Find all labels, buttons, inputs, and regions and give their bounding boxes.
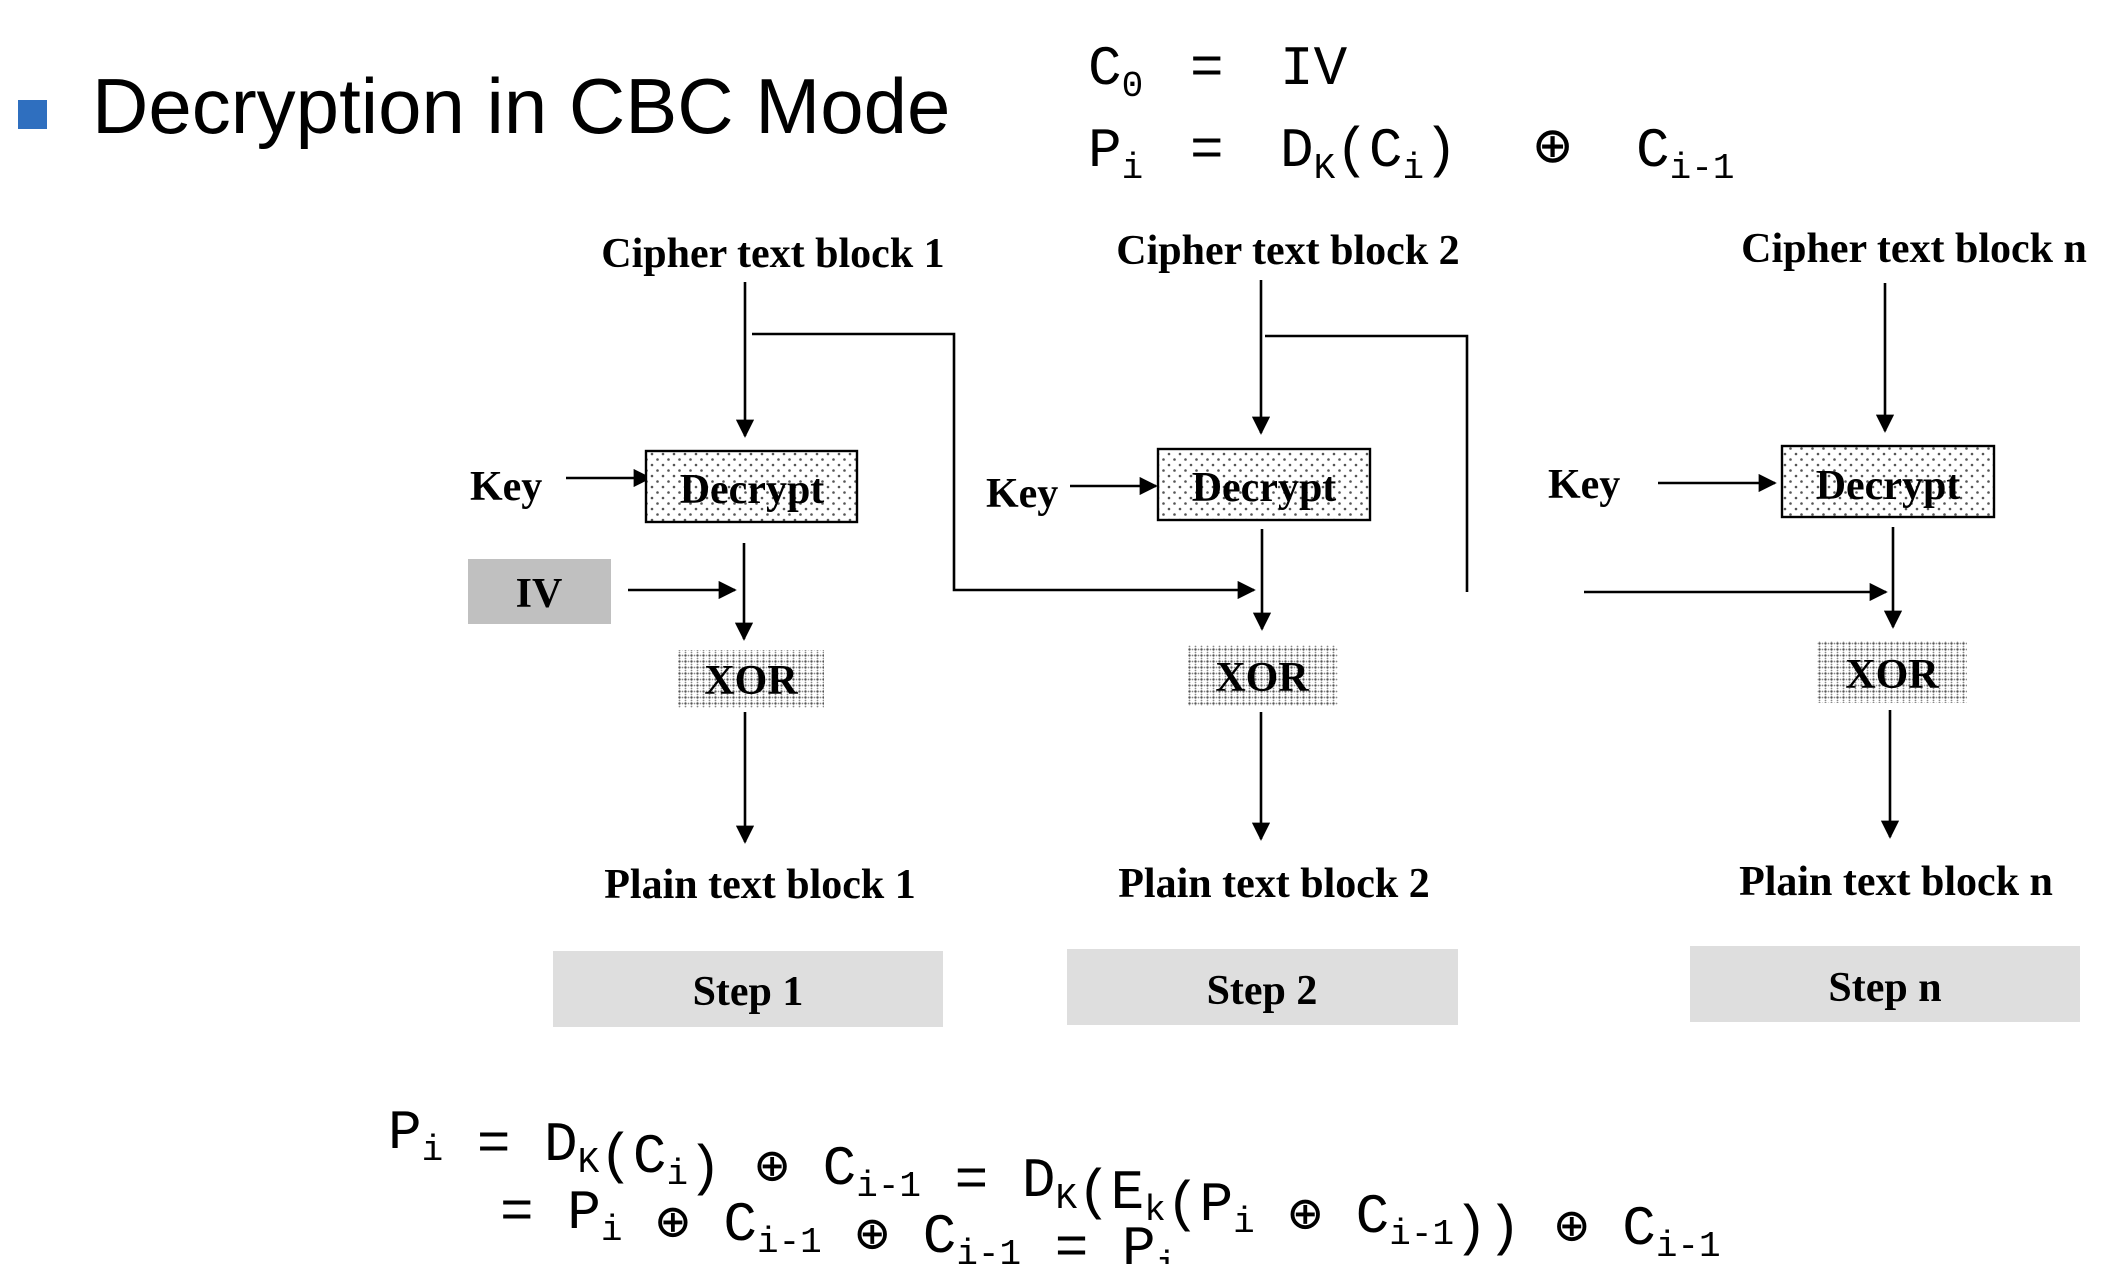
xor-label-2: XOR (1215, 655, 1309, 701)
formula-bottom-line2: = Pi ⊕ Ci-1 ⊕ Ci-1 = Pi (500, 1181, 1177, 1264)
iv-box (468, 559, 611, 624)
xor-box-1 (678, 650, 824, 708)
decrypt-label-n: Decrypt (1816, 463, 1961, 509)
formula-top-line2: Pi=DK(Ci)⊕Ci-1 (1088, 114, 1734, 189)
decrypt-box-2 (1156, 447, 1372, 522)
key-label-1: Key (470, 464, 542, 510)
cipher-text-block-n-label: Cipher text block n (1741, 226, 2087, 272)
step-2-box (1067, 949, 1458, 1025)
xor-box-2 (1188, 645, 1338, 706)
formula-top: C0=IV Pi=DK(Ci)⊕Ci-1 (1088, 37, 1734, 189)
xor-label-1: XOR (704, 658, 798, 704)
decrypt-label-1: Decrypt (680, 467, 825, 513)
column-step-2: Cipher text block 2 Key Decrypt XOR Plai… (986, 228, 1469, 1025)
plain-text-block-2-label: Plain text block 2 (1118, 861, 1430, 907)
step-n-label: Step n (1828, 965, 1941, 1011)
cipher-text-block-1-label: Cipher text block 1 (601, 231, 944, 277)
decrypt-label-2: Decrypt (1192, 465, 1337, 511)
iv-label: IV (516, 571, 563, 617)
decrypt-box-1 (644, 449, 859, 524)
key-label-n: Key (1548, 462, 1620, 508)
column-step-1: Cipher text block 1 Key Decrypt IV XOR P… (468, 231, 1256, 1027)
step-1-box (553, 951, 943, 1027)
decrypt-box-n (1780, 444, 1996, 519)
plain-text-block-1-label: Plain text block 1 (604, 862, 916, 908)
formula-bottom: Pi = DK(Ci) ⊕ Ci-1 = DK(Ek(Pi ⊕ Ci-1)) ⊕… (388, 1101, 1721, 1264)
step-1-label: Step 1 (693, 969, 804, 1015)
cipher1-chain-line (752, 332, 1256, 600)
key-label-2: Key (986, 471, 1058, 517)
slide-title: Decryption in CBC Mode (92, 62, 950, 150)
xor-label-n: XOR (1845, 652, 1939, 698)
column-step-n: Cipher text block n Key Decrypt XOR Plai… (1548, 226, 2087, 1022)
step-2-label: Step 2 (1207, 968, 1318, 1014)
xor-box-n (1817, 641, 1967, 703)
title-bullet (18, 100, 47, 129)
cipher-text-block-2-label: Cipher text block 2 (1116, 228, 1459, 274)
formula-top-line1: C0=IV (1088, 37, 1348, 107)
cipher2-chain-line (1265, 334, 1469, 592)
formula-bottom-line1: Pi = DK(Ci) ⊕ Ci-1 = DK(Ek(Pi ⊕ Ci-1)) ⊕… (388, 1101, 1721, 1264)
plain-text-block-n-label: Plain text block n (1739, 859, 2053, 905)
step-n-box (1690, 946, 2080, 1022)
